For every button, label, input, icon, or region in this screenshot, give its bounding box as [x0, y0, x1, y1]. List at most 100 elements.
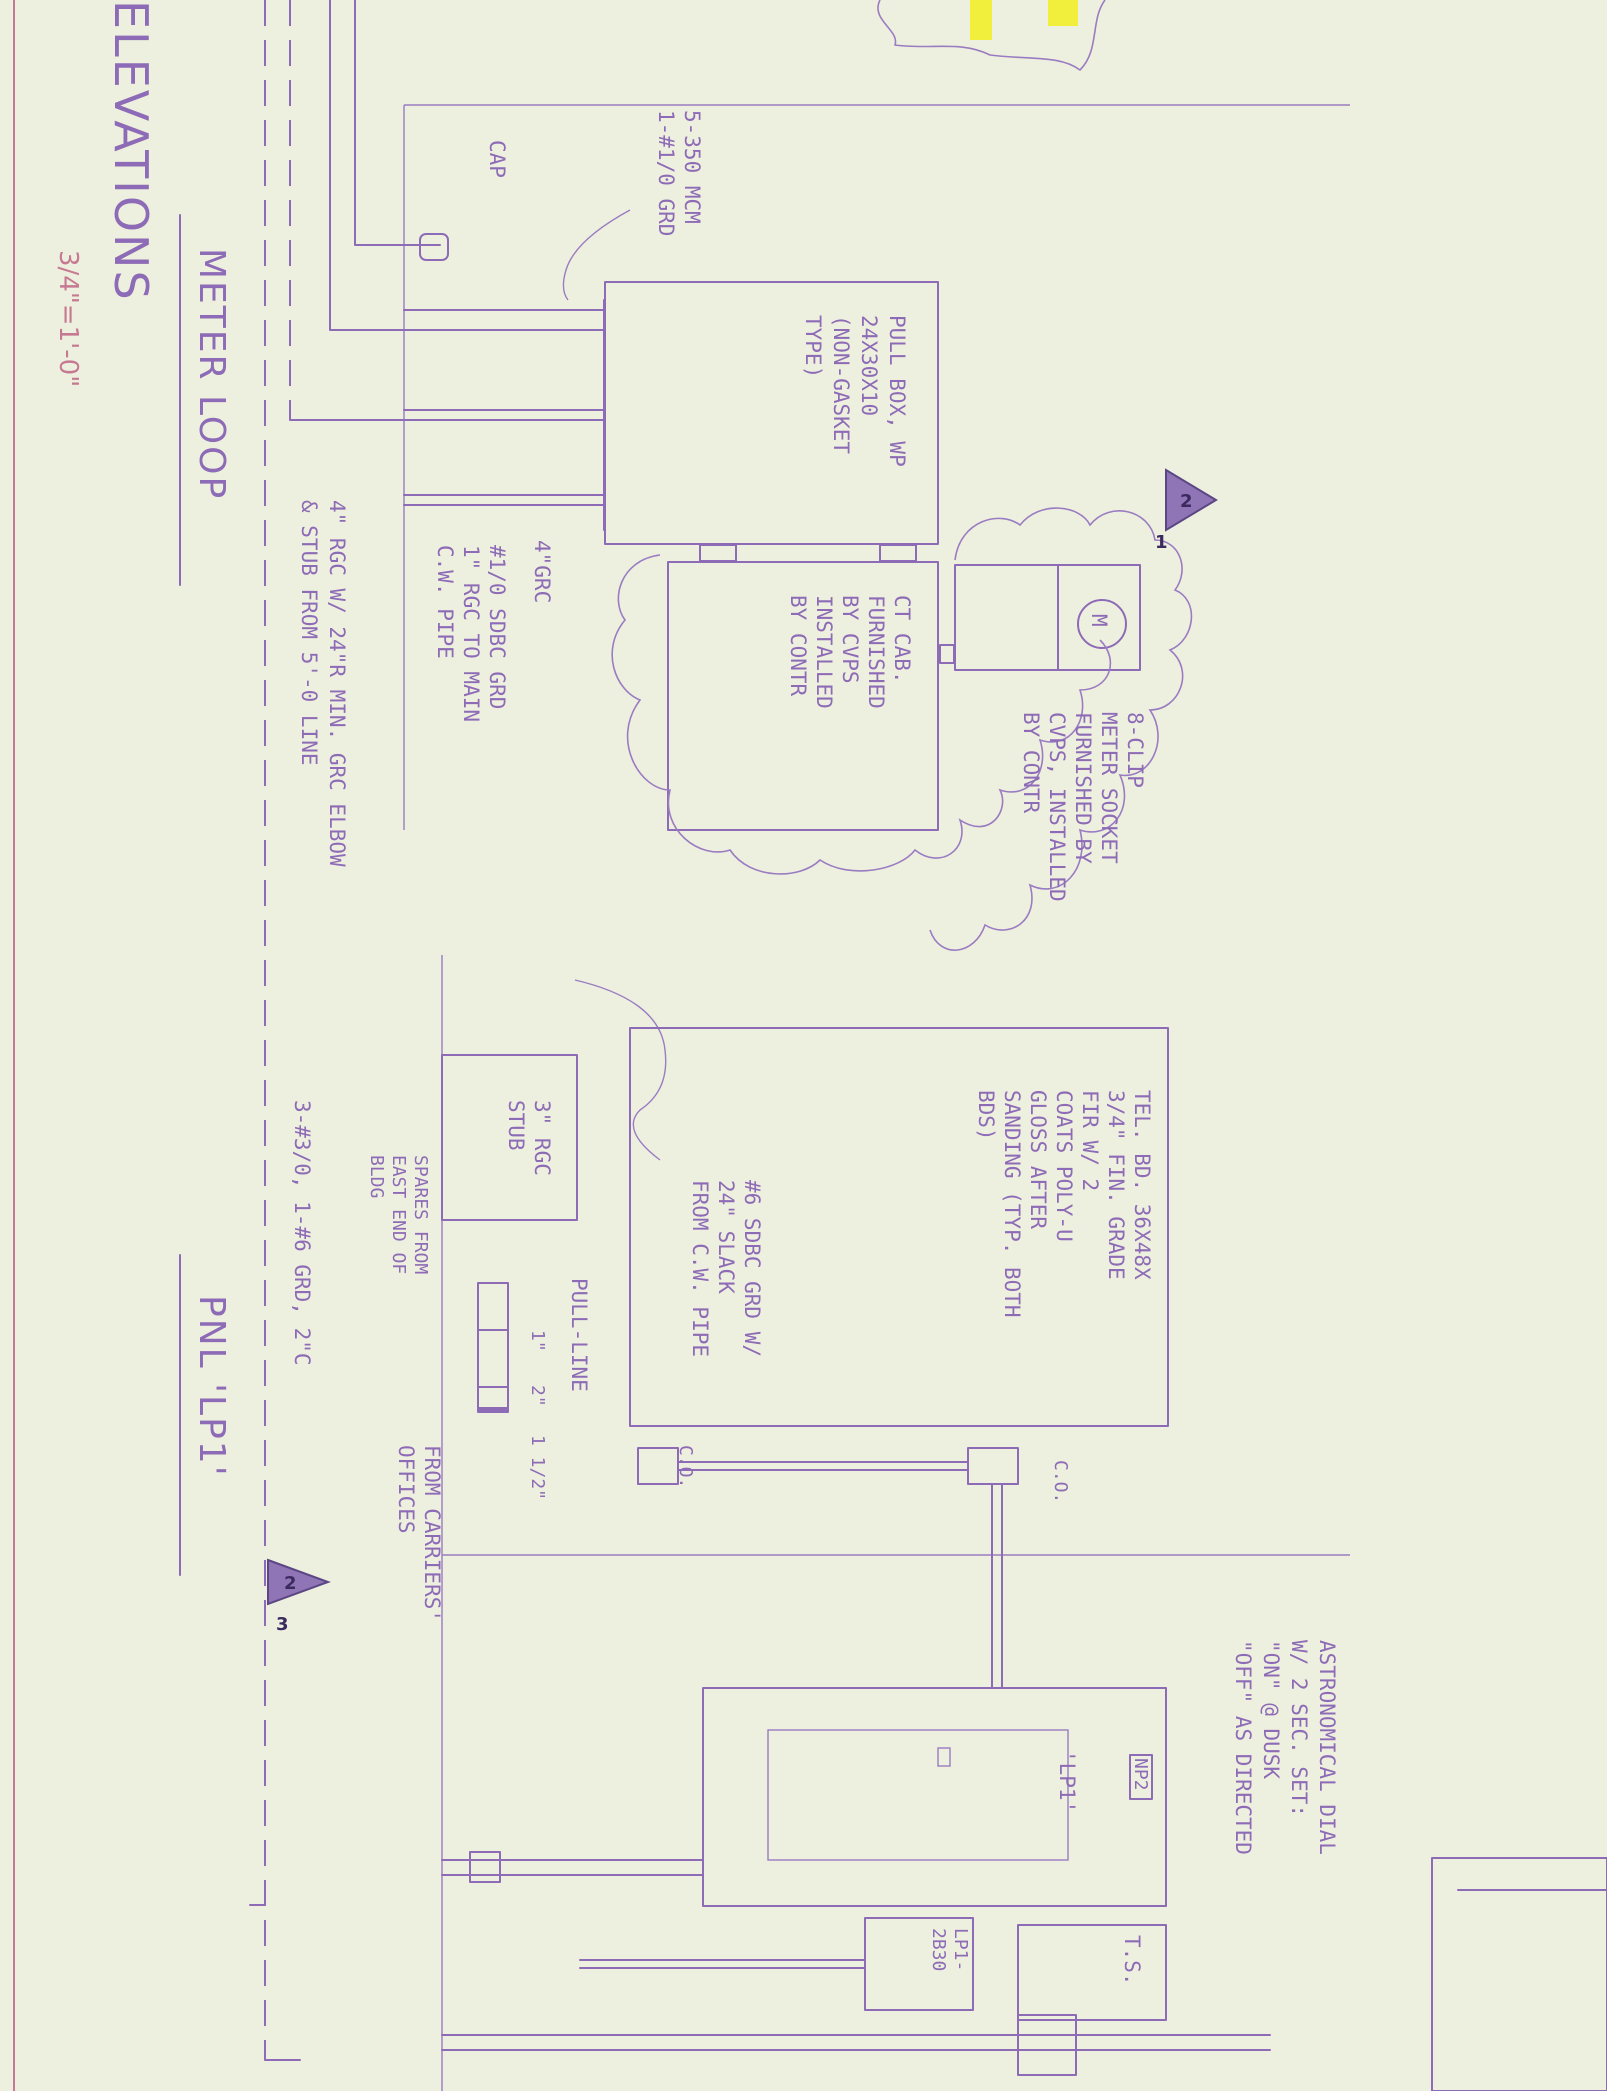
co-right-note: C.O. [1050, 1460, 1071, 1503]
svg-text:1: 1 [1155, 532, 1168, 553]
revision-tag-1: 2 1 [1155, 468, 1218, 553]
np-tag-box [1129, 1754, 1153, 1800]
elevations-title-group: ELEVATIONS [104, 0, 158, 302]
svg-text:T.S.: T.S. [1120, 1935, 1144, 1986]
svg-text:M: M [1087, 614, 1111, 627]
svg-text:24" SLACK: 24" SLACK [714, 1180, 738, 1294]
svg-text:OFFICES: OFFICES [394, 1445, 418, 1534]
revision-cloud-1 [611, 554, 1112, 875]
panel-label: 'LP1' [1055, 1750, 1079, 1813]
svg-text:2: 2 [1180, 491, 1193, 512]
panel-ground-note: #6 SDBC GRD W/ 24" SLACK FROM C.W. PIPE [688, 1180, 764, 1357]
meter-socket [954, 564, 1141, 671]
adjacent-detail-frame [1431, 1857, 1607, 2091]
top-note-cloud [877, 0, 1106, 72]
svg-text:BY CONTR: BY CONTR [1019, 712, 1043, 814]
svg-text:BY CONTR: BY CONTR [786, 595, 810, 697]
svg-text:& STUB FROM 5'-0 LINE: & STUB FROM 5'-0 LINE [297, 500, 321, 766]
meter-loop-title-group: METER LOOP [191, 248, 232, 500]
ct-nipple-2 [879, 544, 917, 562]
svg-text:TYPE): TYPE) [801, 315, 825, 378]
svg-text:1": 1" [527, 1330, 548, 1352]
svg-text:METER SOCKET: METER SOCKET [1097, 712, 1121, 864]
svg-text:C.O.: C.O. [675, 1445, 696, 1488]
svg-text:4" RGC W/ 24"R MIN. GRC ELBOW: 4" RGC W/ 24"R MIN. GRC ELBOW [325, 500, 349, 867]
svg-text:C.O.: C.O. [1050, 1460, 1071, 1503]
svg-text:#6 SDBC GRD W/: #6 SDBC GRD W/ [740, 1180, 764, 1357]
meter-ground-note: #1/0 SDBC GRD 1" RGC TO MAIN C.W. PIPE [433, 545, 509, 722]
ct-cab-note: CT CAB. FURNISHED BY CVPS INSTALLED BY C… [786, 595, 914, 709]
svg-text:FROM CARRIERS': FROM CARRIERS' [420, 1445, 444, 1622]
svg-text:BDS): BDS) [974, 1090, 998, 1141]
pull-box-note: PULL BOX, WP 24X30X10 (NON-GASKET TYPE) [801, 315, 909, 467]
feeder-note: 3-#3/0, 1-#6 GRD, 2"C [290, 1100, 314, 1366]
svg-text:#1/0 SDBC GRD: #1/0 SDBC GRD [485, 545, 509, 709]
meter-circle [1077, 599, 1127, 649]
svg-text:1-#1/0 GRD: 1-#1/0 GRD [654, 110, 678, 236]
svg-text:3" RGC: 3" RGC [530, 1100, 554, 1176]
svg-text:2": 2" [527, 1385, 548, 1407]
junction-box [1017, 2014, 1077, 2076]
ground-leader [574, 979, 667, 1161]
elevations-title: ELEVATIONS [104, 0, 158, 302]
svg-text:1" RGC TO MAIN: 1" RGC TO MAIN [459, 545, 483, 722]
lp1-box-note: LP1- 2B30 [928, 1928, 971, 1971]
np-tag: NP2 [1130, 1758, 1151, 1791]
svg-text:CAP: CAP [485, 140, 509, 178]
scale-group: 3/4"=1'-0" [53, 250, 83, 387]
scale-label: 3/4"=1'-0" [53, 250, 83, 387]
ct-nipple-1 [699, 544, 737, 562]
co-outlet-right [967, 1447, 1019, 1485]
svg-text:PULL-LINE: PULL-LINE [567, 1278, 591, 1392]
wire-spec-note: 5-350 MCM 1-#1/0 GRD [654, 110, 704, 236]
svg-text:FIR W/ 2: FIR W/ 2 [1078, 1090, 1102, 1191]
meter-socket-note: 8-CLIP METER SOCKET FURNISHED BY CVPS, I… [1019, 712, 1147, 902]
svg-text:INSTALLED: INSTALLED [812, 595, 836, 709]
svg-text:"OFF" AS DIRECTED: "OFF" AS DIRECTED [1231, 1640, 1255, 1855]
meter-nipple [939, 644, 955, 664]
telephone-board [629, 1027, 1169, 1427]
svg-text:4"GRC: 4"GRC [530, 540, 554, 603]
svg-text:(NON-GASKET: (NON-GASKET [829, 315, 853, 454]
co-left-note: C.O. [675, 1445, 696, 1488]
meter-loop-title: METER LOOP [191, 248, 232, 500]
panel-title-group: PNL 'LP1' [191, 1295, 232, 1478]
revision-cloud-2 [929, 507, 1193, 951]
svg-text:3/4" FIN. GRADE: 3/4" FIN. GRADE [1104, 1090, 1128, 1280]
svg-text:STUB: STUB [504, 1100, 528, 1151]
wire-leader [562, 209, 631, 301]
svg-text:CT CAB.: CT CAB. [890, 595, 914, 684]
conduit-cap [419, 233, 449, 261]
panel-door [767, 1729, 1069, 1861]
svg-text:FROM C.W. PIPE: FROM C.W. PIPE [688, 1180, 712, 1357]
ct-cabinet [667, 561, 939, 831]
svg-text:TEL. BD. 36X48X: TEL. BD. 36X48X [1130, 1090, 1154, 1280]
cap-note: CAP [485, 140, 509, 178]
conduit-sizes-note: 1" 2" 1 1/2" [527, 1330, 548, 1500]
svg-text:ASTRONOMICAL DIAL: ASTRONOMICAL DIAL [1315, 1640, 1339, 1855]
svg-text:2B30: 2B30 [928, 1928, 949, 1971]
svg-text:PULL BOX, WP: PULL BOX, WP [885, 315, 909, 467]
pull-line-note: PULL-LINE [567, 1278, 591, 1392]
svg-text:FURNISHED: FURNISHED [864, 595, 888, 709]
svg-text:SPARES FROM: SPARES FROM [410, 1155, 431, 1274]
time-switch-box [1017, 1924, 1167, 2021]
service-conduits [289, 0, 606, 506]
time-switch-note: T.S. [1120, 1935, 1144, 1986]
carriers-note: FROM CARRIERS' OFFICES [394, 1445, 444, 1622]
svg-text:8-CLIP: 8-CLIP [1123, 712, 1147, 788]
svg-text:NP2: NP2 [1130, 1758, 1151, 1791]
feeder-coupling [469, 1851, 501, 1883]
stub-note: 4" RGC W/ 24"R MIN. GRC ELBOW & STUB FRO… [297, 500, 349, 867]
stub-1in [477, 1282, 509, 1409]
svg-text:W/ 2 SEC. SET:: W/ 2 SEC. SET: [1287, 1640, 1311, 1817]
svg-text:EAST END OF: EAST END OF [388, 1155, 409, 1274]
stub-15in [477, 1386, 509, 1413]
stub-2in [477, 1329, 509, 1411]
lp1-2b30-box [864, 1917, 974, 2011]
panel-latch [937, 1747, 951, 1767]
svg-text:1 1/2": 1 1/2" [527, 1435, 548, 1500]
panel-lp1 [702, 1687, 1167, 1907]
